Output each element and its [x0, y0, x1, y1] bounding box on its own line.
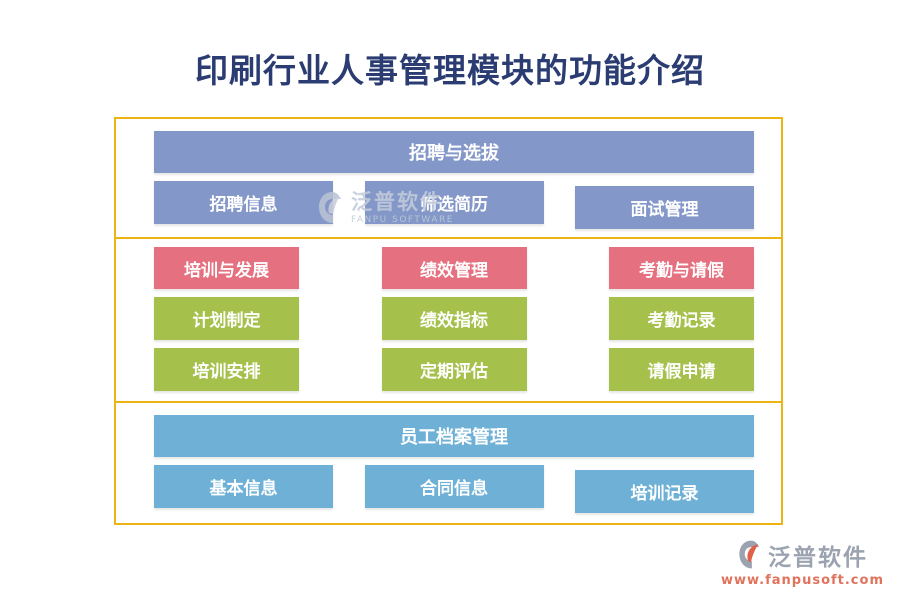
- fanpu-logo-icon: [739, 540, 760, 569]
- module-box-training-record: 培训记录: [575, 470, 754, 513]
- archive-items-row: 基本信息 合同信息 培训记录: [154, 465, 754, 513]
- brand-name: 泛普软件: [767, 545, 868, 571]
- module-box-resume-screening: 筛选简历: [364, 181, 544, 224]
- column-training: 培训与发展 计划制定 培训安排: [154, 247, 299, 401]
- section-archive: 员工档案管理 基本信息 合同信息 培训记录: [116, 403, 781, 523]
- module-box-plan-making: 计划制定: [154, 297, 299, 340]
- brand-url: www.fanpusoft.com: [720, 573, 884, 588]
- module-box-contract-info: 合同信息: [364, 465, 544, 508]
- brand-logo-row: 泛普软件: [737, 538, 868, 572]
- section-recruitment: 招聘与选拔 招聘信息 筛选简历 面试管理 泛普软件 FANPU SOFTWARE: [116, 119, 781, 239]
- module-box-training-schedule: 培训安排: [154, 348, 299, 391]
- module-box-kpi: 绩效指标: [381, 297, 527, 340]
- module-box-recruit-info: 招聘信息: [154, 181, 333, 224]
- brand-logo: 泛普软件 www.fanpusoft.com: [721, 538, 884, 588]
- column-header-performance: 绩效管理: [381, 247, 527, 289]
- column-header-training: 培训与发展: [154, 247, 299, 289]
- diagram-board: 招聘与选拔 招聘信息 筛选简历 面试管理 泛普软件 FANPU SOFTWARE…: [114, 117, 783, 525]
- module-box-interview-management: 面试管理: [575, 186, 754, 229]
- module-box-attendance-record: 考勤记录: [609, 297, 754, 340]
- page-title: 印刷行业人事管理模块的功能介绍: [195, 51, 705, 90]
- column-performance: 绩效管理 绩效指标 定期评估: [381, 247, 527, 401]
- module-box-periodic-review: 定期评估: [381, 348, 527, 391]
- section-header-recruitment: 招聘与选拔: [154, 131, 754, 173]
- module-box-leave-request: 请假申请: [609, 348, 754, 391]
- module-box-basic-info: 基本信息: [154, 465, 333, 508]
- section-middle: 培训与发展 计划制定 培训安排 绩效管理 绩效指标 定期评估 考勤与请假 考勤记…: [116, 239, 781, 403]
- column-header-attendance: 考勤与请假: [609, 247, 754, 289]
- section-header-archive: 员工档案管理: [154, 415, 754, 457]
- column-attendance: 考勤与请假 考勤记录 请假申请: [609, 247, 754, 401]
- recruitment-items-row: 招聘信息 筛选简历 面试管理: [154, 181, 754, 229]
